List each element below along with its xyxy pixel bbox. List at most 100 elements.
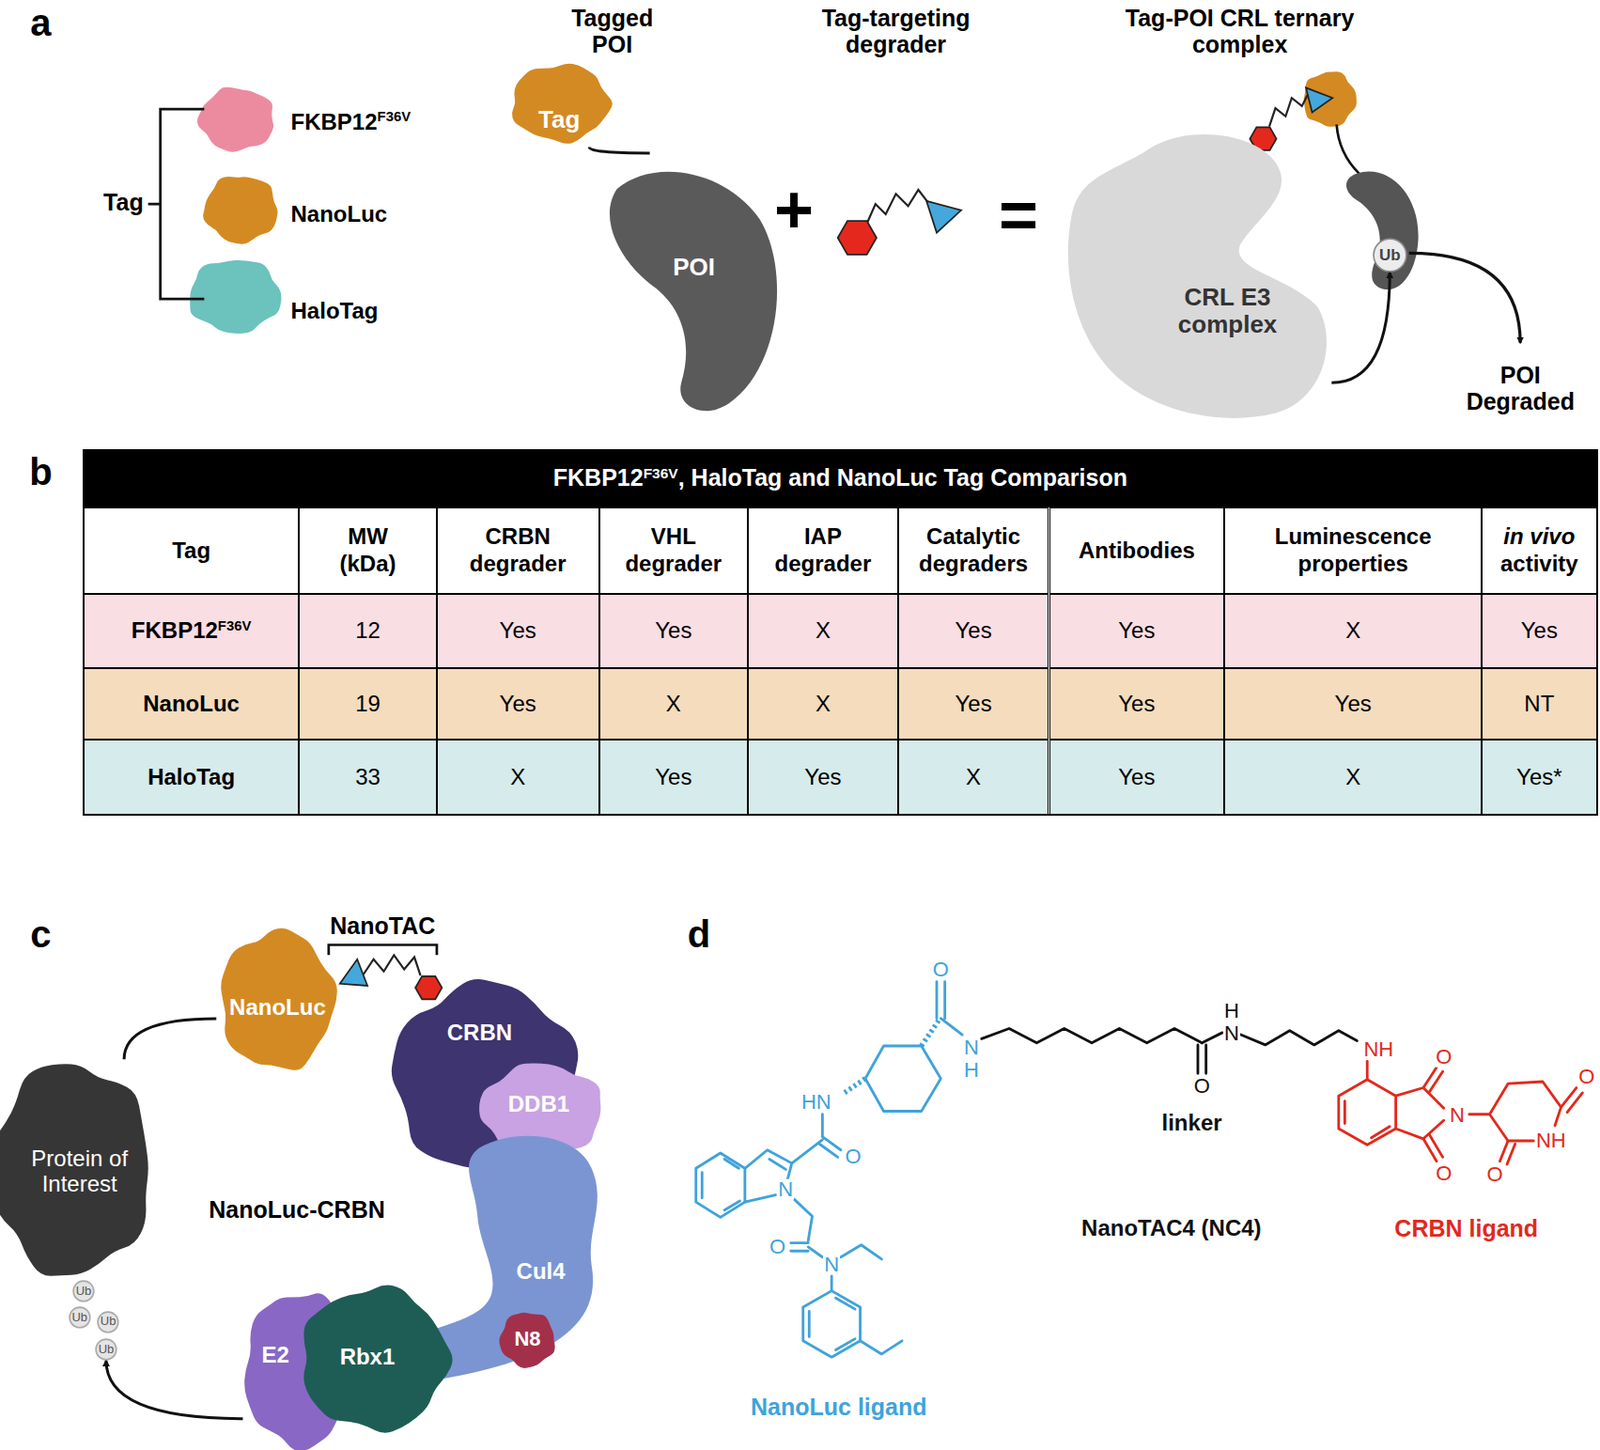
cell-text: Yes xyxy=(1521,617,1558,645)
table-cell: Catalytic degraders xyxy=(898,507,1050,594)
node-shape: Tag xyxy=(508,61,617,147)
linker-structure xyxy=(1241,1030,1358,1045)
ternary-complex-picture xyxy=(1346,171,1419,291)
cell-text: X xyxy=(510,763,526,792)
label-text: O xyxy=(1434,1163,1453,1184)
label-text: Yes xyxy=(654,617,692,643)
label-text: Tag xyxy=(103,188,144,216)
label-text: N xyxy=(1223,1023,1241,1044)
table-cell: NanoLuc xyxy=(83,667,299,740)
text-group: O xyxy=(1577,1065,1596,1089)
text-group: NanoLuc ligand xyxy=(750,1393,928,1420)
text-group: HN xyxy=(800,1090,833,1115)
label-text: H xyxy=(963,1059,980,1081)
text-group: O xyxy=(1193,1073,1212,1098)
text-group: HaloTag xyxy=(291,298,379,325)
label-text: = xyxy=(998,176,1039,252)
cell-text: Tag xyxy=(171,537,211,565)
cell-text: Yes xyxy=(1118,690,1155,718)
text-group: N xyxy=(963,1036,980,1060)
table-cell: X xyxy=(599,667,749,740)
node-shape: Protein of Interest xyxy=(0,1058,156,1280)
text-group: O xyxy=(1486,1163,1505,1187)
label-text: HaloTag xyxy=(291,297,379,324)
cell-text: Antibodies xyxy=(1078,537,1196,565)
node-text-holder: E2 xyxy=(262,1342,290,1368)
node-outline xyxy=(97,1311,119,1333)
label-text: d xyxy=(687,912,711,954)
label-text: NH xyxy=(1362,1038,1395,1059)
text-group: NanoLuc-CRBN xyxy=(208,1196,386,1223)
label-text: O xyxy=(1193,1074,1212,1096)
table-cell: Antibodies xyxy=(1049,507,1226,594)
label-text: Tag-POI CRL ternary complex xyxy=(1125,4,1355,58)
cell-text: 33 xyxy=(355,763,381,792)
crbn-ligand-structure xyxy=(1366,1060,1369,1080)
label-text: IAP degrader xyxy=(775,523,872,576)
node-shape: POI xyxy=(596,153,786,421)
node-outline xyxy=(609,171,777,412)
label-text: b xyxy=(29,450,52,492)
label-text: Yes xyxy=(499,690,537,716)
label-text: 19 xyxy=(355,690,381,716)
node-shape: Ub xyxy=(94,1337,118,1361)
connector xyxy=(1331,272,1390,383)
text-group: b xyxy=(29,450,52,493)
label-text: O xyxy=(1486,1164,1505,1185)
protein-blob xyxy=(189,260,281,334)
cell-text: Yes xyxy=(654,617,692,645)
table-cell: X xyxy=(747,667,899,740)
table-cell: Tag xyxy=(83,507,299,594)
cell-text: X xyxy=(815,690,831,718)
label-text: Yes xyxy=(1521,617,1558,643)
text-group: = xyxy=(998,176,1039,253)
table-cell: NT xyxy=(1481,667,1598,740)
label-text: Yes xyxy=(654,763,692,790)
text-group: H xyxy=(1223,999,1241,1024)
label-text: NanoLuc xyxy=(291,201,389,227)
node-label: Protein of Interest xyxy=(20,1146,139,1197)
ternary-complex-picture xyxy=(1336,124,1360,173)
label-text: Yes xyxy=(955,690,993,716)
table-cell: Yes xyxy=(436,667,600,740)
node-text-holder: N8 xyxy=(513,1327,541,1352)
label-text: Yes xyxy=(1118,763,1155,790)
node-label: POI xyxy=(672,253,715,281)
cell-text: X xyxy=(1345,763,1361,792)
table-cell: Yes xyxy=(1224,667,1482,740)
node-label: N8 xyxy=(513,1327,541,1352)
cell-text: Yes xyxy=(804,763,841,792)
degrader-molecule xyxy=(838,220,877,255)
label-text: O xyxy=(1434,1046,1453,1068)
table-cell: Yes xyxy=(1049,593,1226,668)
table-cell: X xyxy=(747,593,899,668)
nanoluc-ligand-structure xyxy=(696,1152,746,1217)
table-cell: VHL degrader xyxy=(599,507,749,594)
label-text: X xyxy=(1345,763,1361,790)
connector xyxy=(106,1360,244,1419)
node-shape: Rbx1 xyxy=(297,1283,453,1435)
nanotac-bracket xyxy=(328,945,437,956)
label-text: Yes xyxy=(955,617,993,643)
table-cell: X xyxy=(1224,739,1482,814)
cell-text: X xyxy=(965,763,981,792)
node-label: Rbx1 xyxy=(340,1344,396,1370)
node-outline xyxy=(498,1311,555,1367)
label-text: HaloTag xyxy=(147,763,235,790)
table-title: FKBP12F36V, HaloTag and NanoLuc Tag Comp… xyxy=(553,464,1128,492)
label-text: Yes xyxy=(804,763,841,790)
text-group: Tag-POI CRL ternary complex xyxy=(1118,4,1363,58)
crbn-ligand-structure xyxy=(1396,1087,1445,1139)
label-text: NanoLuc-CRBN xyxy=(208,1196,386,1223)
table-cell: Yes xyxy=(1481,593,1598,668)
cell-text: NT xyxy=(1523,690,1554,718)
label-text: POI Degraded xyxy=(1466,361,1575,415)
degrader-molecule xyxy=(838,189,962,255)
label-text: Yes xyxy=(1335,690,1372,716)
cell-text: Yes xyxy=(1335,690,1372,718)
text-group: CRBN ligand xyxy=(1394,1214,1538,1242)
table-cell: Yes xyxy=(747,739,899,814)
text-group: c xyxy=(30,912,51,955)
table-cell: X xyxy=(436,739,600,814)
degradation-arrow xyxy=(1409,252,1521,343)
